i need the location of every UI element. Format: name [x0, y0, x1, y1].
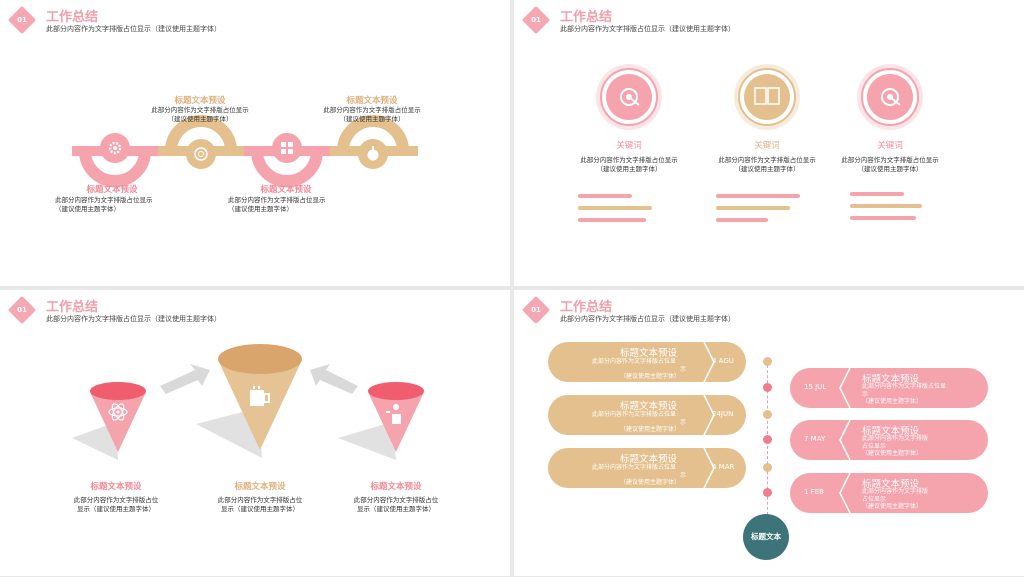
keyword-body-2: 此部分内容作为文字排版占位显示（建议使用主题字体）: [718, 156, 816, 173]
cone-body-1: 此部分内容作为文字排版占位显示（建议使用主题字体）: [73, 496, 159, 513]
item-3-body: 此部分内容作为文字排版占位显示（建议使用主题字体）: [228, 196, 326, 213]
right-1-body: 此部分内容作为文字排版占位显示（建议使用主题字体）: [862, 383, 947, 405]
timeline-center-circle[interactable]: 标题文本: [743, 514, 789, 560]
section-number: 01: [17, 306, 27, 314]
windows-icon: [272, 133, 302, 163]
page-subtitle: 此部分内容作为文字排版占位显示（建议使用主题字体）: [46, 25, 221, 33]
timeline-dot: [763, 357, 772, 366]
timeline-axis: [767, 360, 768, 530]
keyword-label-1: 关键词: [616, 141, 642, 151]
page-subtitle: 此部分内容作为文字排版占位显示（建议使用主题字体）: [560, 315, 735, 323]
page-title: 工作总结: [560, 10, 613, 25]
slide-2[interactable]: 01 工作总结 此部分内容作为文字排版占位显示（建议使用主题字体） 关键词 此部…: [514, 0, 1024, 286]
timeline-card-right-3[interactable]: [790, 473, 988, 513]
decor-bar: [716, 218, 768, 222]
decor-bar: [716, 194, 800, 198]
decor-bar: [850, 204, 922, 208]
item-1-body: 此部分内容作为文字排版占位显示（建议使用主题字体）: [55, 196, 153, 213]
right-2-title: 标题文本预设: [862, 426, 920, 437]
item-1-label: 标题文本预设: [86, 185, 138, 195]
timeline-card-right-2[interactable]: [790, 420, 988, 460]
slide-3[interactable]: 01 工作总结 此部分内容作为文字排版占位显示（建议使用主题字体）: [0, 290, 510, 576]
keyword-label-2: 关键词: [754, 141, 780, 151]
section-number: 01: [531, 16, 541, 24]
left-1-body: 此部分内容作为文字排版占位显示（建议使用主题字体）: [592, 358, 687, 380]
item-2-label: 标题文本预设: [174, 96, 226, 106]
left-1-date: 4 AGU: [712, 357, 734, 365]
right-3-title: 标题文本预设: [862, 479, 920, 490]
timeline-card-left-1[interactable]: [548, 342, 746, 382]
page-title: 工作总结: [46, 300, 99, 315]
cone-body-2: 此部分内容作为文字排版占位显示（建议使用主题字体）: [217, 496, 303, 513]
timeline-card-left-2[interactable]: [548, 395, 746, 435]
left-3-title: 标题文本预设: [620, 454, 678, 465]
section-number: 01: [17, 16, 27, 24]
right-3-body: 此部分内容作为文字排版占位显示（建议使用主题字体）: [862, 488, 929, 510]
item-2-body: 此部分内容作为文字排版占位显示（建议使用主题字体）: [151, 106, 249, 123]
right-1-date: 15 JUL: [804, 383, 827, 391]
cup-icon: [250, 386, 270, 406]
keyword-body-1: 此部分内容作为文字排版占位显示（建议使用主题字体）: [580, 156, 678, 173]
cone-label-1: 标题文本预设: [90, 482, 142, 492]
keyword-icons: [596, 64, 923, 130]
timeline-card-right-1[interactable]: [790, 368, 988, 408]
page-subtitle: 此部分内容作为文字排版占位显示（建议使用主题字体）: [46, 315, 221, 323]
timeline-dot: [763, 410, 772, 419]
timeline-dot: [763, 463, 772, 472]
decor-bar: [716, 206, 790, 210]
slide-1[interactable]: 01 工作总结 此部分内容作为文字排版占位显示（建议使用主题字体） 标题文本预设…: [0, 0, 510, 286]
page-subtitle: 此部分内容作为文字排版占位显示（建议使用主题字体）: [560, 25, 735, 33]
speaker-icon: [386, 404, 401, 424]
cone-label-3: 标题文本预设: [370, 482, 422, 492]
left-3-body: 此部分内容作为文字排版占位显示（建议使用主题字体）: [592, 464, 687, 486]
page-title: 工作总结: [560, 300, 613, 315]
left-2-title: 标题文本预设: [620, 401, 678, 412]
left-3-date: 4 MAR: [712, 463, 735, 471]
item-4-label: 标题文本预设: [346, 96, 398, 106]
decor-bar: [850, 216, 916, 220]
item-4-body: 此部分内容作为文字排版占位显示（建议使用主题字体）: [323, 106, 421, 123]
left-2-date: 24JUN: [712, 410, 734, 418]
atom-icon: [108, 403, 128, 421]
page-title: 工作总结: [46, 10, 99, 25]
decor-bar: [850, 192, 904, 196]
right-3-date: 1 FEB: [804, 488, 824, 496]
cone-body-3: 此部分内容作为文字排版占位显示（建议使用主题字体）: [353, 496, 439, 513]
wave-diagram: [72, 115, 418, 187]
card-separators: [703, 341, 851, 514]
timeline-dot: [763, 435, 772, 444]
cone-label-2: 标题文本预设: [234, 482, 286, 492]
decor-bar: [578, 206, 652, 210]
timeline-card-left-3[interactable]: [548, 448, 746, 488]
right-1-title: 标题文本预设: [862, 374, 920, 385]
timeline-dot: [763, 383, 772, 392]
item-3-label: 标题文本预设: [260, 185, 312, 195]
left-2-body: 此部分内容作为文字排版占位显示（建议使用主题字体）: [592, 411, 687, 433]
slide-4[interactable]: 01 工作总结 此部分内容作为文字排版占位显示（建议使用主题字体） 标题文本预设…: [514, 290, 1024, 576]
aperture-icon: [186, 139, 216, 169]
decor-bar: [578, 194, 632, 198]
timeline-dot: [763, 488, 772, 497]
left-1-title: 标题文本预设: [620, 348, 678, 359]
right-2-date: 7 MAY: [804, 435, 826, 443]
decor-bar: [578, 218, 646, 222]
book-icon: [744, 74, 790, 120]
keyword-body-3: 此部分内容作为文字排版占位显示（建议使用主题字体）: [841, 156, 939, 173]
section-number: 01: [531, 306, 541, 314]
keyword-label-3: 关键词: [877, 141, 903, 151]
right-2-body: 此部分内容作为文字排版占位显示（建议使用主题字体）: [862, 435, 929, 457]
cone-diagram: [72, 344, 424, 460]
